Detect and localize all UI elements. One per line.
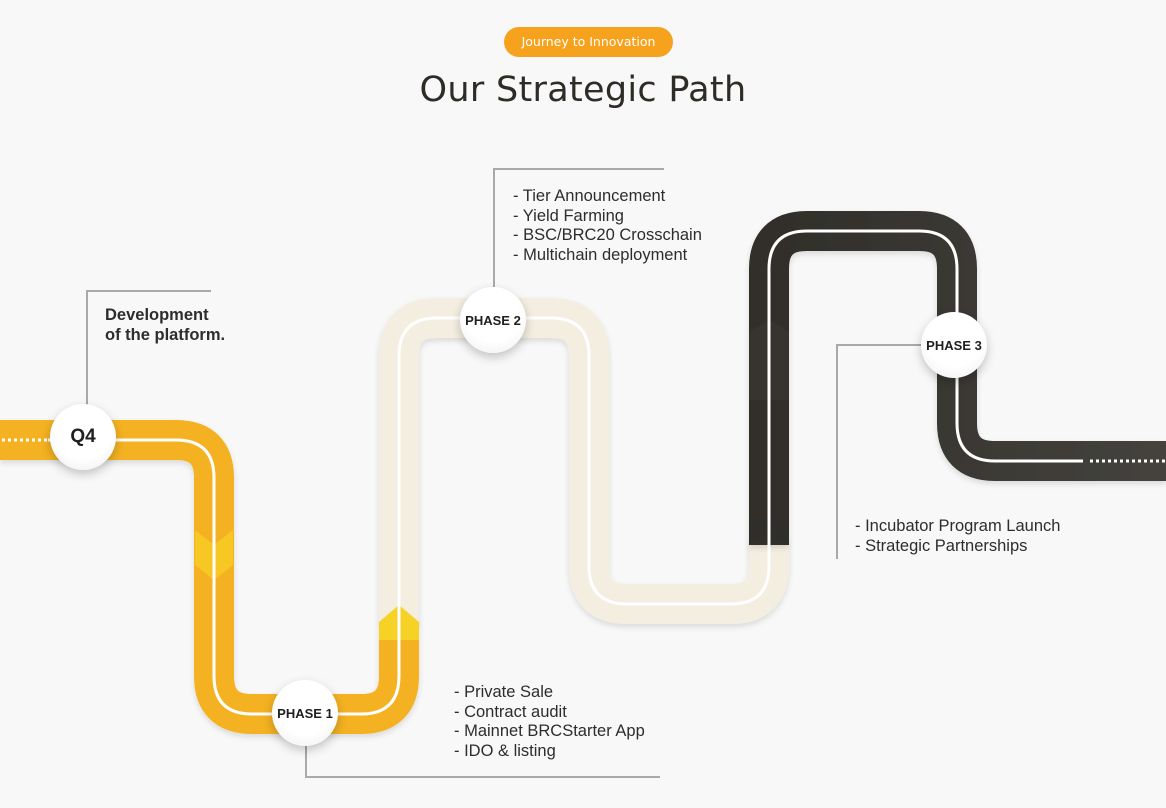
leader-phase3 (836, 344, 928, 559)
note-line: - BSC/BRC20 Crosschain (513, 226, 702, 245)
track-center-stripe (48, 229, 1083, 716)
track-segment-yellow (0, 420, 419, 734)
note-line: - IDO & listing (454, 742, 556, 761)
leader-q4 (86, 290, 211, 412)
milestone-notes-phase3: - Incubator Program Launch - Strategic P… (855, 517, 1060, 556)
milestone-notes-phase1: - Private Sale - Contract audit - Mainne… (454, 683, 645, 762)
note-line: - Multichain deployment (513, 246, 688, 265)
journey-badge: Journey to Innovation (504, 27, 673, 57)
note-line: - Strategic Partnerships (855, 536, 1028, 555)
milestone-notes-phase2: - Tier Announcement - Yield Farming - BS… (513, 187, 702, 266)
note-line: - Incubator Program Launch (855, 517, 1061, 535)
note-line: of the platform. (105, 325, 226, 344)
track-segment-dark (749, 211, 1166, 545)
milestone-notes-q4: Development of the platform. (105, 306, 225, 345)
milestone-node-phase3[interactable]: PHASE 3 (921, 312, 987, 378)
milestone-node-q4[interactable]: Q4 (50, 404, 116, 470)
note-line: - Private Sale (454, 683, 554, 701)
milestone-node-phase2[interactable]: PHASE 2 (460, 287, 526, 353)
page-title: Our Strategic Path (419, 70, 747, 110)
note-line: - Tier Announcement (513, 187, 666, 205)
note-line: - Mainnet BRCStarter App (454, 722, 645, 741)
track-segment-beige (379, 298, 789, 624)
note-line: - Yield Farming (513, 206, 624, 225)
milestone-node-phase1[interactable]: PHASE 1 (272, 680, 338, 746)
leader-phase2 (493, 168, 664, 290)
note-line: Development (105, 306, 209, 324)
note-line: - Contract audit (454, 702, 567, 721)
leader-phase1 (305, 745, 660, 778)
